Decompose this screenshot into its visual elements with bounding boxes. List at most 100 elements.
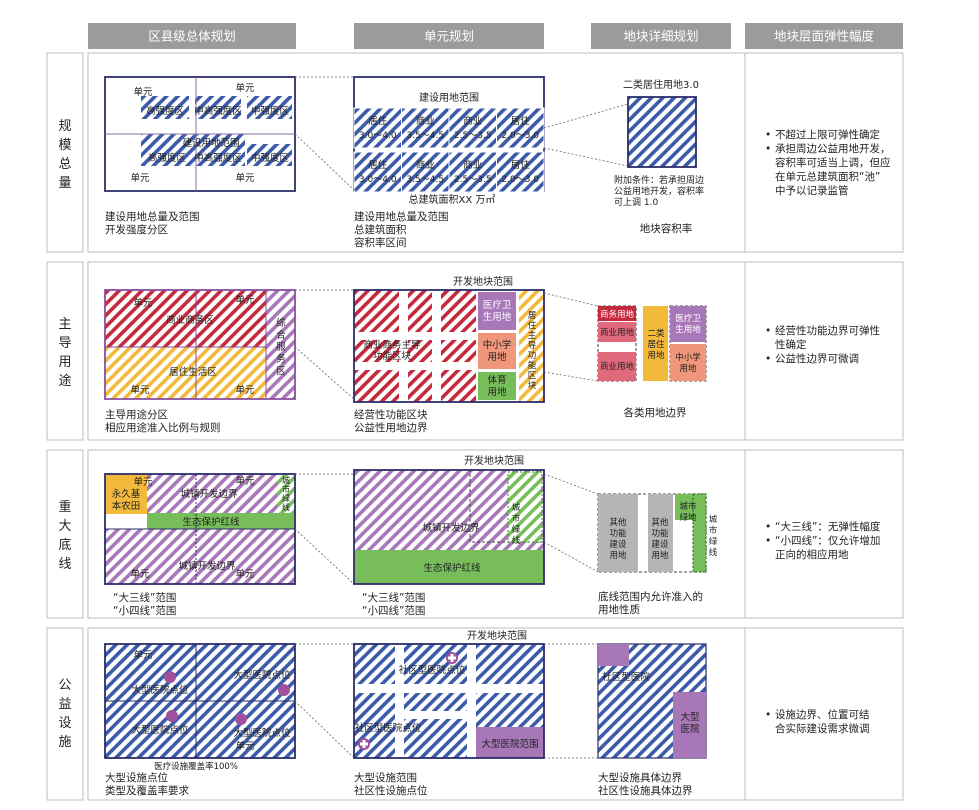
r1c2-cell-name-2: 商业 <box>416 115 435 127</box>
row3-label-box <box>46 449 84 619</box>
r3c1-caption-2: “小四线”范围 <box>113 604 176 617</box>
r1c2-caption-3: 容积率区间 <box>354 236 407 249</box>
header-county <box>88 23 296 49</box>
r3c1-eco-text: 生态保护红线 <box>182 516 240 528</box>
r1c2-cell-5 <box>353 151 402 193</box>
r2c2-medical <box>478 292 516 330</box>
r2c2-res-2: 住 <box>528 320 537 331</box>
r3c3-green-outer-2: 市 <box>709 525 718 536</box>
r3c3-other2-3: 建设 <box>651 539 669 550</box>
r3c2-green-2: 市 <box>512 513 521 524</box>
row1-label-3: 总 <box>58 157 71 172</box>
row3-label-4: 线 <box>58 557 71 572</box>
row4-label-4: 施 <box>58 735 71 750</box>
row1-unit: 建设用地范围 居住3.0～4.0商业3.5～4.5商业2.5～3.5居住2.0～… <box>353 76 545 249</box>
r1-connector-c <box>543 103 629 129</box>
r2c3-commercial2 <box>598 352 636 381</box>
r2c2-road-h <box>354 332 476 340</box>
r4c1-hospital-4: 大型医院点位 <box>233 727 291 739</box>
r1c2-cell-name-8: 居住 <box>511 159 531 171</box>
r2c2-school <box>478 333 516 369</box>
r3c3-other1-4: 用地 <box>609 550 627 561</box>
r4c1-hospital-dot-2 <box>278 684 290 696</box>
r2c2-road-v1 <box>399 290 408 402</box>
r3c1-green-1: 城 <box>282 476 290 485</box>
r1c3-note-1: 附加条件：若承担周边 <box>614 174 704 186</box>
r3c4-bullet-1: • <box>765 521 771 533</box>
r4c2-road-v2 <box>467 644 476 758</box>
row3-flex: • “大三线”：无弹性幅度 • “小四线”：仅允许增加 正向的相应用地 <box>765 520 881 561</box>
r2c2-medical-1: 医疗卫 <box>483 299 512 311</box>
r2c1-caption-2: 相应用途准入比例与规则 <box>105 421 221 434</box>
r3c3-green-outer-1: 城 <box>709 515 718 525</box>
r2c3-res-3: 用地 <box>647 350 665 361</box>
r2c1-caption-1: 主导用途分区 <box>105 408 168 421</box>
r2c3-caption: 各类用地边界 <box>624 406 687 419</box>
r1c2-cell-4 <box>496 107 545 149</box>
row2-label-2: 导 <box>58 336 71 351</box>
r1c2-cell-name-4: 居住 <box>511 115 531 127</box>
r3c1-green-3: 绿 <box>282 494 290 503</box>
r2c1-service-4: 务 <box>276 353 286 365</box>
r2c3-residential <box>643 306 668 381</box>
r2c3-res-1: 二类 <box>647 328 665 339</box>
r4c1-coverage: 医疗设施覆盖率100% <box>154 761 238 772</box>
row4-label-box <box>46 627 84 801</box>
r2c1-outer <box>104 289 296 400</box>
r2c1-service <box>266 290 295 399</box>
r2c1-unit-3: 单元 <box>130 384 150 396</box>
row4-plot: 社区型医院 大型 医院 大型设施具体边界 社区性设施具体边界 <box>597 643 707 797</box>
r3c1-caption-1: “大三线”范围 <box>113 591 176 604</box>
r3c3-green-outer <box>692 493 707 573</box>
r1c2-cell-1 <box>353 107 402 149</box>
row4-label-1: 公 <box>58 678 71 693</box>
r4c2-hospital-text: 大型医院范围 <box>481 738 538 750</box>
r4c1-hospital-3: 大型医院点位 <box>131 724 189 736</box>
r3c3-caption-2: 用地性质 <box>598 603 640 616</box>
r2c4-line-3: 公益性边界可微调 <box>775 352 859 365</box>
r3c3-green-inner-1: 城市 <box>679 501 697 512</box>
r1c2-cell-name-5: 居住 <box>368 159 388 171</box>
r2c2-road-v2 <box>432 290 441 402</box>
r4c1-caption-1: 大型设施点位 <box>105 771 168 784</box>
row3-label-2: 大 <box>58 519 71 534</box>
r2c2-commercial <box>354 290 476 402</box>
r1c2-cell-range-1: 3.0～4.0 <box>359 131 397 141</box>
r1-connector-b <box>294 133 355 191</box>
r2c3-school-2: 用地 <box>679 363 697 374</box>
r1c1-unit-2: 单元 <box>235 82 255 94</box>
r1c4-line-3: 容积率可适当上调，但应 <box>775 156 891 169</box>
r1c4-line-2: 承担周边公益用地开发， <box>775 142 891 155</box>
r1c1-unit-3: 单元 <box>130 172 150 184</box>
row1-county: 单元 单元 单元 单元 高强度区 中高强度区 中强度区 建设用地范围 高强度区 … <box>104 76 296 236</box>
r4c2-cross-1 <box>446 652 458 664</box>
r2c3-medical-1: 医疗卫 <box>675 313 701 324</box>
r4c2-outer <box>353 643 545 759</box>
r2c2-outer <box>353 289 545 403</box>
row1-label-2: 模 <box>58 138 71 153</box>
r1c2-cell-7 <box>448 151 497 193</box>
r2c1-service-5: 区 <box>276 366 286 377</box>
r2c2-medical-2: 生用地 <box>483 311 512 323</box>
r1c2-cell-range-3: 2.5～3.5 <box>454 131 492 141</box>
r2c3-commercial1 <box>598 322 636 342</box>
r4c1-unit-1: 单元 <box>133 649 153 661</box>
r4c4-line-2: 合实际建设需求微调 <box>775 722 870 735</box>
r3c3-other2-2: 功能 <box>651 528 669 539</box>
r4c1-hospital-dot-3 <box>166 710 178 722</box>
row2-plot: 商务用地 商业用地 商业用地 二类 居住 用地 医疗卫 生用地 中小学 用地 各… <box>597 305 707 419</box>
r2c2-res-5: 功 <box>528 350 537 361</box>
r1c2-cell-range-6: 3.5～4.5 <box>406 175 444 185</box>
r3c2-green-4: 线 <box>512 535 521 546</box>
r4c3-caption-1: 大型设施具体边界 <box>598 771 682 784</box>
r3c2-green-3: 绿 <box>512 524 521 535</box>
r4c3-hospital-2: 医院 <box>680 723 700 735</box>
r3c1-green-2: 市 <box>282 484 290 494</box>
r2c3-office-text: 商务用地 <box>600 309 635 320</box>
r2c3-medical-2: 生用地 <box>675 324 701 335</box>
row2-label-1: 主 <box>58 317 71 332</box>
r3c3-green-inner <box>675 494 693 520</box>
r1c2-cell-name-1: 居住 <box>368 115 388 127</box>
r3c3-green-inner-2: 绿地 <box>679 512 697 523</box>
